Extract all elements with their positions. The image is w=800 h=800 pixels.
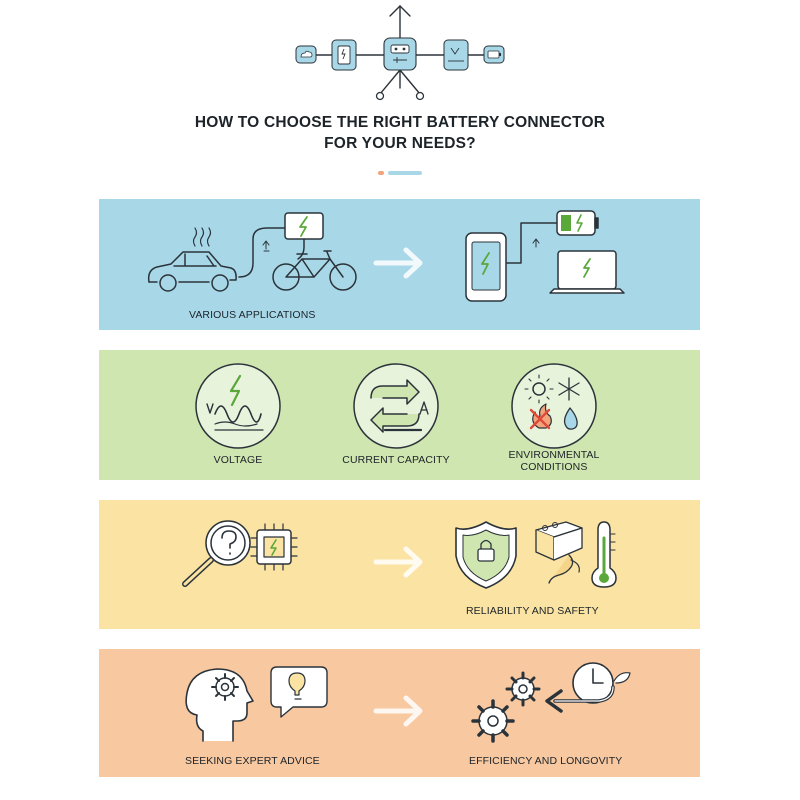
environmental-conditions-label: ENVIRONMENTAL CONDITIONS xyxy=(508,449,600,473)
expert-advice-label: SEEKING EXPERT ADVICE xyxy=(185,755,320,767)
band-reliability-art xyxy=(182,520,617,589)
node-laptop-icon xyxy=(443,39,469,71)
band-applications: VARIOUS APPLICATIONS xyxy=(99,199,700,330)
current-capacity-icon xyxy=(353,363,439,449)
title-accent-bar xyxy=(388,171,422,175)
page-title: HOW TO CHOOSE THE RIGHT BATTERY CONNECTO… xyxy=(0,112,800,154)
sun-icon xyxy=(524,374,554,404)
arrow-right-icon xyxy=(373,546,423,578)
title-line-2: FOR YOUR NEEDS? xyxy=(324,135,476,152)
car-icon xyxy=(147,227,237,292)
voltage-icon xyxy=(195,363,281,449)
title-line-1: HOW TO CHOOSE THE RIGHT BATTERY CONNECTO… xyxy=(194,114,606,131)
bicycle-icon xyxy=(272,250,357,291)
band-reliability: RELIABILITY AND SAFETY xyxy=(99,500,700,629)
band-factors: VOLTAGE CURRENT CAPACITY ENVIRONMENTAL C… xyxy=(99,350,700,480)
corroded-connector-icon xyxy=(535,521,583,584)
node-battery-icon xyxy=(483,45,505,64)
fire-icon xyxy=(529,403,552,430)
applications-label: VARIOUS APPLICATIONS xyxy=(189,309,316,321)
node-center-icon xyxy=(383,37,417,71)
current-capacity-label: CURRENT CAPACITY xyxy=(342,454,450,466)
band-factors-art xyxy=(195,363,597,449)
node-cloud-icon xyxy=(295,45,317,64)
battery-icon xyxy=(556,210,599,236)
band-applications-art xyxy=(147,210,625,302)
laptop-icon xyxy=(549,250,625,294)
band-advice: SEEKING EXPERT ADVICE EFFICIENCY AND LON… xyxy=(99,649,700,777)
node-phone-icon xyxy=(331,39,357,71)
chip-icon xyxy=(250,523,298,571)
snowflake-icon xyxy=(558,377,580,401)
title-accent-dot xyxy=(378,171,384,175)
band-advice-art xyxy=(185,662,631,743)
voltage-label: VOLTAGE xyxy=(213,454,263,466)
head-gear-icon xyxy=(185,668,254,742)
clock-leaf-icon xyxy=(545,662,631,713)
smartphone-icon xyxy=(465,232,507,302)
magnifier-icon xyxy=(182,520,251,587)
arrow-right-icon xyxy=(373,247,423,279)
shield-lock-icon xyxy=(455,521,517,589)
environment-icon xyxy=(511,363,597,449)
top-network-diagram xyxy=(295,5,505,101)
water-drop-icon xyxy=(563,407,578,430)
arrow-right-icon xyxy=(373,695,423,727)
thermometer-icon xyxy=(591,521,617,588)
lightbulb-bubble-icon xyxy=(270,666,328,718)
efficiency-label: EFFICIENCY AND LONGOVITY xyxy=(469,755,623,767)
gears-icon xyxy=(471,671,541,743)
reliability-label: RELIABILITY AND SAFETY xyxy=(466,605,599,617)
battery-charger-icon xyxy=(284,212,324,240)
